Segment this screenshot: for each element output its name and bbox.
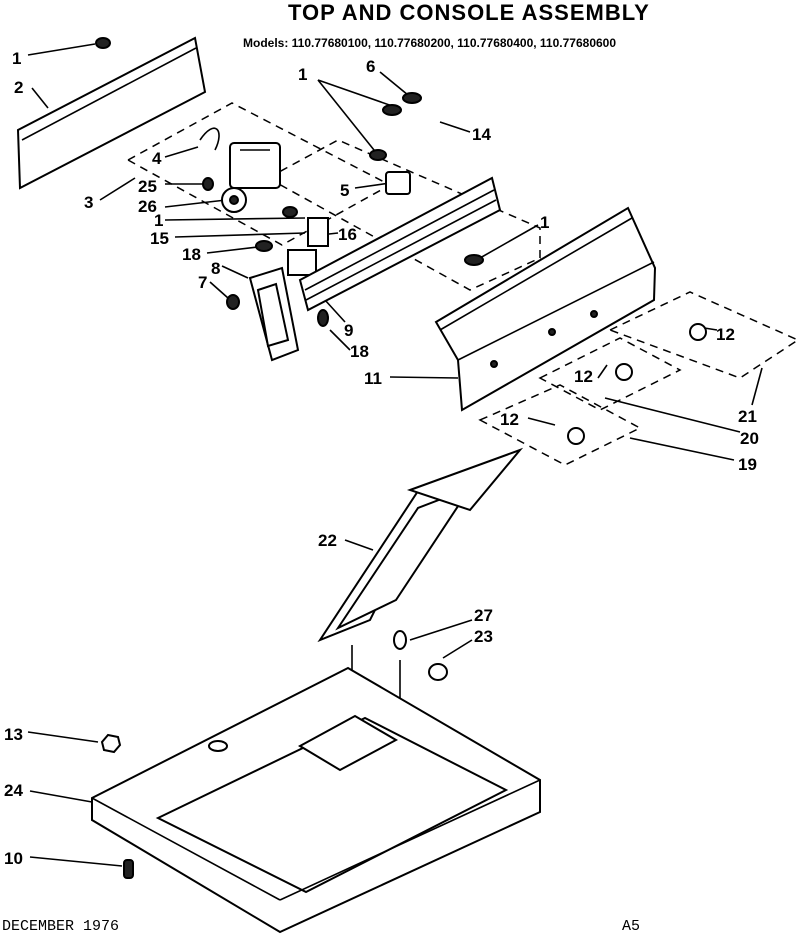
- rear-panel: [16, 36, 207, 190]
- callout-23: 23: [474, 627, 493, 646]
- diagram-title: TOP AND CONSOLE ASSEMBLY: [288, 0, 650, 25]
- callout-3: 3: [84, 193, 93, 212]
- parts-27-23: [393, 630, 448, 681]
- callout-15: 15: [150, 229, 169, 248]
- leader-lines: [27, 43, 763, 867]
- callout-1: 1: [298, 65, 307, 84]
- console-bracket-9: [298, 176, 502, 312]
- switch-15: [287, 217, 329, 276]
- callout-4: 4: [152, 149, 162, 168]
- knob-26: [202, 177, 247, 213]
- console-11: [434, 206, 657, 412]
- nut-13: [100, 733, 122, 754]
- callout-12: 12: [716, 325, 735, 344]
- callout-10: 10: [4, 849, 23, 868]
- callout-13: 13: [4, 725, 23, 744]
- model-numbers: Models: 110.77680100, 110.77680200, 110.…: [243, 36, 617, 50]
- callout-2: 2: [14, 78, 23, 97]
- callout-1: 1: [12, 49, 21, 68]
- knobs-12: [567, 323, 707, 445]
- callout-14: 14: [472, 125, 491, 144]
- footer-date: DECEMBER 1976: [2, 918, 120, 935]
- dashed-group-outlines: [126, 102, 800, 466]
- callout-18: 18: [182, 245, 201, 264]
- footer-page-number: A5: [622, 918, 641, 935]
- callout-21: 21: [738, 407, 757, 426]
- callout-12: 12: [500, 410, 519, 429]
- callout-8: 8: [211, 259, 220, 278]
- callout-18: 18: [350, 342, 369, 361]
- callout-1: 1: [154, 211, 163, 230]
- callout-20: 20: [740, 429, 759, 448]
- callout-1: 1: [540, 213, 549, 232]
- callout-25: 25: [138, 177, 157, 196]
- callout-19: 19: [738, 455, 757, 474]
- callout-22: 22: [318, 531, 337, 550]
- end-cap-8: [248, 266, 300, 362]
- screw-1: [95, 37, 111, 49]
- callout-7: 7: [198, 273, 207, 292]
- screw-10: [123, 859, 134, 879]
- screws-6-14: [282, 92, 484, 266]
- screw-7: [226, 294, 240, 310]
- callout-5: 5: [340, 181, 349, 200]
- callout-24: 24: [4, 781, 23, 800]
- callout-6: 6: [366, 57, 375, 76]
- callout-26: 26: [138, 197, 157, 216]
- callout-9: 9: [344, 321, 353, 340]
- screw-18: [255, 240, 329, 327]
- callout-11: 11: [364, 369, 382, 388]
- timer-motor: [199, 127, 281, 189]
- callout-labels: 1 2 3 4 25 26 1 15 18 8 7 1 6 14 5 16 1 …: [4, 49, 759, 868]
- callout-16: 16: [338, 225, 357, 244]
- lint-screen-22: [317, 447, 524, 643]
- top-panel-24: [91, 666, 541, 934]
- switch-5: [385, 171, 411, 195]
- callout-27: 27: [474, 606, 493, 625]
- callout-12: 12: [574, 367, 593, 386]
